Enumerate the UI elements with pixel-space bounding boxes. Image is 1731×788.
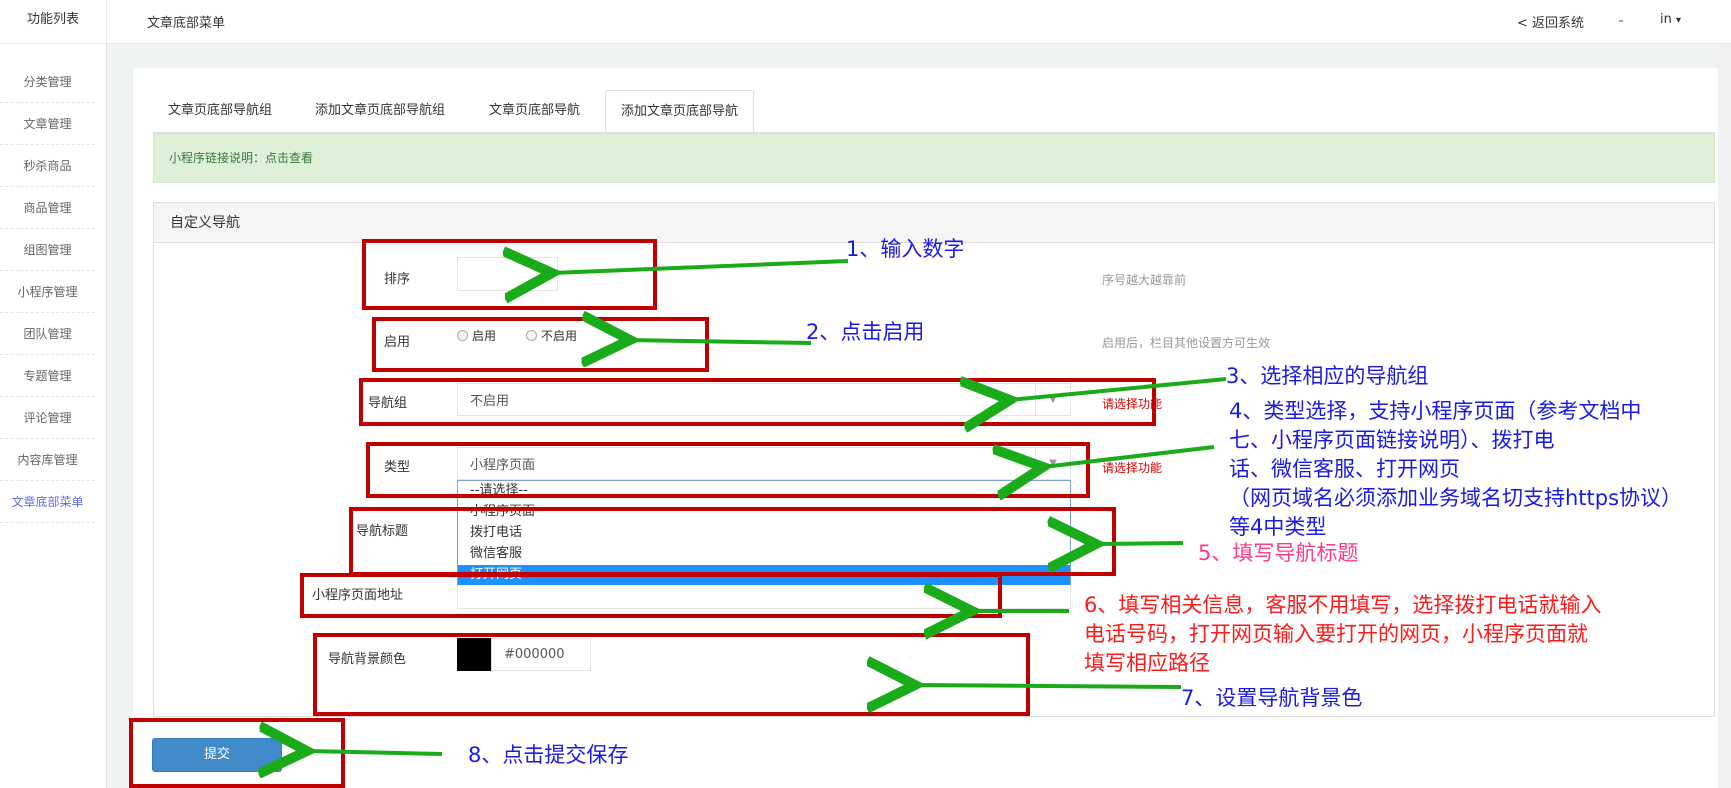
highlight-box-2: [372, 317, 709, 372]
type-label: 类型: [384, 460, 411, 475]
tab-divider: [153, 132, 1715, 133]
sidebar-item-miniprogram[interactable]: 小程序管理: [0, 271, 95, 313]
sidebar-item-articles[interactable]: 文章管理: [0, 103, 95, 145]
scrollbar[interactable]: [1720, 44, 1731, 788]
info-alert[interactable]: 小程序链接说明：点击查看: [153, 133, 1715, 183]
nav-group-value: 不启用: [470, 394, 510, 409]
note-4-line: 七、小程序页面链接说明）、拨打电: [1229, 428, 1555, 452]
enable-radio-on[interactable]: 启用: [457, 327, 496, 344]
note-3: 3、选择相应的导航组: [1226, 364, 1429, 388]
tab-add-nav[interactable]: 添加文章页底部导航: [605, 90, 755, 132]
type-value: 小程序页面: [470, 458, 536, 473]
sidebar-title: 功能列表: [0, 0, 107, 44]
arrow-3-icon: [1010, 379, 1227, 400]
radio-on-label: 启用: [472, 329, 497, 343]
highlight-box-7: [313, 633, 1030, 716]
highlight-box-3: [359, 378, 1156, 426]
arrow-2-icon: [630, 340, 812, 343]
bg-color-input[interactable]: #000000: [491, 638, 591, 671]
note-4-line: （网页域名必须添加业务域名切支持https协议）: [1229, 486, 1683, 510]
note-5: 5、填写导航标题: [1198, 541, 1359, 565]
highlight-box-6: [300, 573, 1002, 618]
sidebar-item-topics[interactable]: 专题管理: [0, 355, 95, 397]
page-title: 文章底部菜单: [147, 16, 226, 31]
page-url-label: 小程序页面地址: [312, 588, 404, 603]
panel-title: 自定义导航: [154, 203, 1714, 243]
sidebar: 分类管理 文章管理 秒杀商品 商品管理 组图管理 小程序管理 团队管理 专题管理…: [0, 44, 107, 788]
caret-down-icon: ▾: [1676, 15, 1682, 26]
note-6-line: 填写相应路径: [1084, 651, 1210, 675]
sidebar-item-content-library[interactable]: 内容库管理: [0, 439, 95, 481]
loading-dot-icon: [1619, 20, 1623, 22]
sidebar-item-article-footer-menu[interactable]: 文章底部菜单: [0, 481, 95, 523]
arrow-4-icon: [1043, 447, 1215, 467]
arrow-5-icon: [1096, 543, 1184, 544]
note-6: 6、填写相关信息，客服不用填写，选择拨打电话就输入 电话号码，打开网页输入要打开…: [1084, 591, 1601, 678]
back-to-system-link[interactable]: < 返回系统: [1517, 16, 1585, 31]
nav-group-error: 请选择功能: [1102, 397, 1163, 411]
arrow-1-icon: [552, 261, 849, 273]
note-4-line: 4、类型选择，支持小程序页面（参考文档中: [1229, 399, 1642, 423]
enable-label: 启用: [384, 335, 411, 350]
nav-title-label: 导航标题: [356, 524, 409, 539]
note-8: 8、点击提交保存: [468, 743, 629, 767]
tab-navs[interactable]: 文章页底部导航: [489, 103, 581, 118]
note-4: 4、类型选择，支持小程序页面（参考文档中 七、小程序页面链接说明）、拨打电 话、…: [1229, 397, 1682, 542]
sort-help: 序号越大越靠前: [1102, 273, 1187, 287]
sidebar-item-comments[interactable]: 评论管理: [0, 397, 95, 439]
sidebar-item-products[interactable]: 商品管理: [0, 187, 95, 229]
radio-icon[interactable]: [526, 330, 537, 341]
note-1: 1、输入数字: [846, 237, 965, 261]
arrow-7-icon: [915, 685, 1182, 687]
enable-radio-off[interactable]: 不启用: [526, 327, 577, 344]
nav-group-label: 导航组: [368, 396, 408, 411]
enable-help: 启用后，栏目其他设置方可生效: [1102, 336, 1271, 350]
type-error: 请选择功能: [1102, 461, 1163, 475]
tab-nav-groups[interactable]: 文章页底部导航组: [168, 103, 273, 118]
highlight-box-5: [349, 507, 1116, 576]
highlight-box-4: [366, 442, 1090, 498]
note-6-line: 6、填写相关信息，客服不用填写，选择拨打电话就输入: [1084, 593, 1602, 617]
highlight-box-1: [362, 239, 657, 310]
tab-add-nav-group[interactable]: 添加文章页底部导航组: [315, 103, 446, 118]
radio-off-label: 不启用: [541, 329, 578, 343]
type-option[interactable]: 拨打电话: [470, 525, 523, 540]
type-option[interactable]: 微信客服: [470, 546, 523, 561]
note-2: 2、点击启用: [806, 320, 925, 344]
radio-icon[interactable]: [457, 330, 468, 341]
note-6-line: 电话号码，打开网页输入要打开的网页，小程序页面就: [1084, 622, 1588, 646]
top-header: 功能列表 文章底部菜单 < 返回系统 in ▾: [0, 0, 1731, 44]
user-name: in: [1660, 12, 1672, 27]
sort-label: 排序: [384, 272, 411, 287]
sidebar-item-category[interactable]: 分类管理: [0, 61, 95, 103]
note-7: 7、设置导航背景色: [1181, 686, 1363, 710]
arrow-8-icon: [307, 751, 443, 754]
note-4-line: 话、微信客服、打开网页: [1229, 457, 1460, 481]
sidebar-item-gallery[interactable]: 组图管理: [0, 229, 95, 271]
sidebar-item-team[interactable]: 团队管理: [0, 313, 95, 355]
note-4-line: 等4中类型: [1229, 515, 1327, 539]
alert-text[interactable]: 小程序链接说明：点击查看: [169, 151, 314, 165]
color-swatch[interactable]: [457, 638, 491, 671]
user-menu[interactable]: in ▾: [1660, 12, 1681, 27]
sidebar-item-flash-sale[interactable]: 秒杀商品: [0, 145, 95, 187]
bg-color-label: 导航背景颜色: [328, 652, 407, 667]
